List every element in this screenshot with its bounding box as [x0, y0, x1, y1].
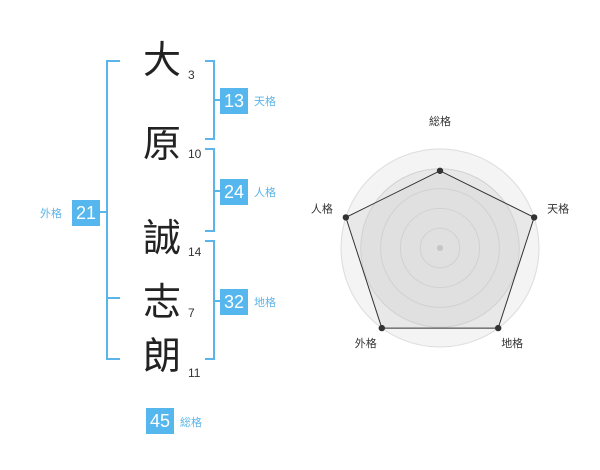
tenkaku-bracket	[205, 60, 215, 140]
stroke-count-3: 14	[188, 245, 202, 259]
name-char-1: 大	[142, 38, 181, 82]
tenkaku-label: 天格	[254, 95, 276, 108]
radar-ring-1	[419, 227, 461, 269]
jinkaku-value: 24	[220, 179, 248, 205]
stroke-count-4: 7	[188, 306, 195, 320]
name-char-4: 志	[142, 280, 181, 324]
radar-axis-label-2: 天格	[547, 201, 569, 215]
gaikaku-bracket	[106, 60, 120, 360]
radar-center-dot	[437, 245, 443, 251]
radar-ring-2	[399, 207, 481, 289]
name-char-2: 原	[142, 122, 181, 166]
tenkaku-value: 13	[220, 88, 248, 114]
radar-point-4	[378, 324, 386, 332]
soukaku-value: 45	[146, 408, 174, 434]
gaikaku-label: 外格	[40, 207, 62, 220]
stroke-count-5: 11	[188, 366, 201, 380]
jinkaku-label: 人格	[254, 186, 276, 199]
radar-series-polygon	[345, 170, 535, 329]
stroke-count-2: 10	[188, 147, 202, 161]
radar-point-3	[494, 324, 502, 332]
chikaku-value: 32	[220, 289, 248, 315]
gaikaku-value: 21	[72, 200, 100, 226]
chikaku-label: 地格	[254, 296, 276, 309]
radar-point-2	[530, 214, 538, 221]
radar-point-5	[342, 214, 350, 221]
soukaku-label: 総格	[180, 416, 202, 429]
radar-axis-label-4: 外格	[355, 336, 377, 350]
radar-axis-label-3: 地格	[501, 336, 523, 350]
stroke-count-1: 3	[188, 68, 195, 82]
name-char-5: 朗	[142, 334, 181, 378]
chikaku-bracket	[205, 240, 215, 360]
radar-point-1	[436, 167, 444, 174]
jinkaku-bracket	[205, 148, 215, 232]
name-char-3: 誠	[142, 216, 181, 260]
radar-ring-3	[380, 188, 500, 308]
radar-axis-label-5: 人格	[311, 201, 333, 215]
radar-axis-label-1: 総格	[429, 114, 451, 128]
